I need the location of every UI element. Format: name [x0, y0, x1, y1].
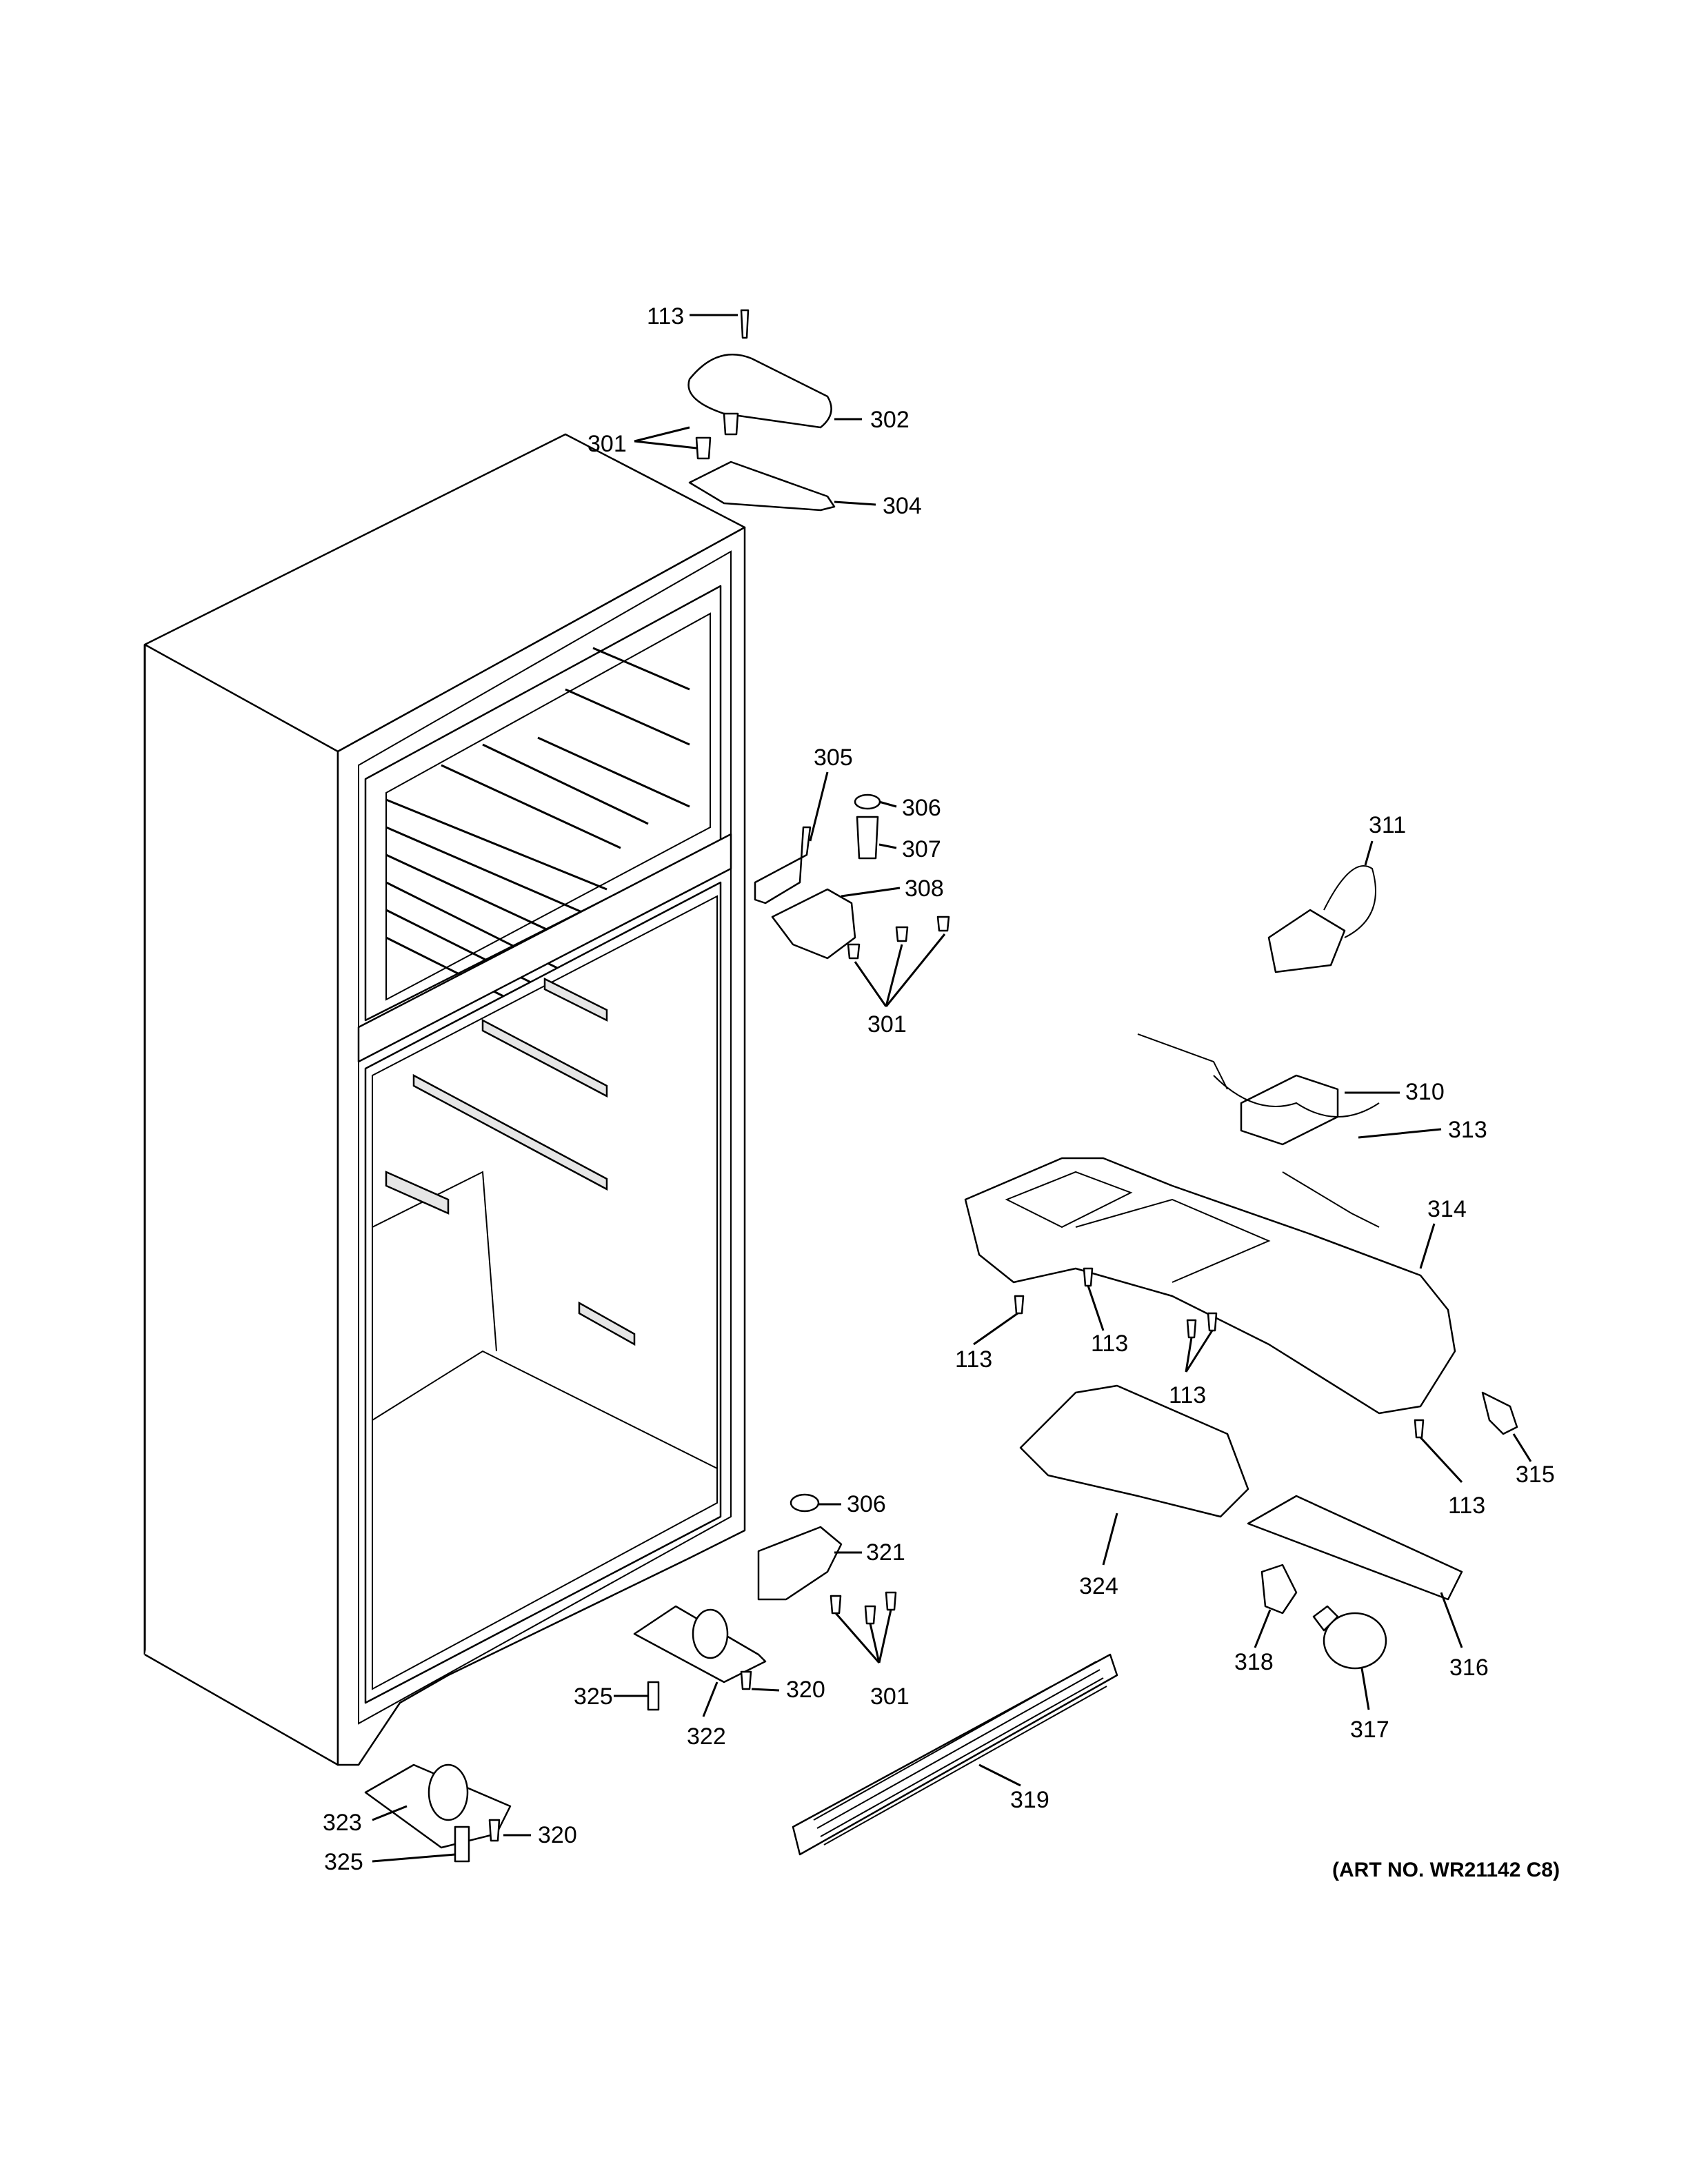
light-socket-318	[1260, 1564, 1298, 1615]
refrigerator-cabinet	[143, 433, 746, 1766]
callout-313: 313	[1448, 1117, 1487, 1143]
leveling-bolt-325-mid	[647, 1681, 660, 1711]
callout-307: 307	[902, 836, 941, 862]
screw-301-e	[936, 916, 950, 932]
top-hinge-assembly	[687, 309, 836, 512]
callout-323: 323	[323, 1810, 362, 1836]
grille-319	[792, 1653, 1118, 1856]
washer-306-top	[854, 793, 881, 810]
screw-301-a	[723, 412, 739, 436]
hinge-cover-302	[687, 354, 832, 429]
screw-320-mid	[740, 1670, 752, 1690]
callout-318: 318	[1234, 1649, 1274, 1675]
callout-315: 315	[1516, 1462, 1555, 1488]
callout-302: 302	[870, 407, 910, 433]
callout-325-mid: 325	[574, 1684, 613, 1710]
callout-113-b: 113	[1091, 1331, 1128, 1357]
hinge-pin-307	[856, 816, 879, 860]
center-hinge-308	[771, 888, 856, 960]
leveling-bolt-325-bottom	[454, 1826, 470, 1863]
bottom-hinge-321	[757, 1526, 843, 1601]
screw-320-bottom	[488, 1819, 501, 1842]
hinge-plate-304	[688, 461, 836, 512]
callout-306-bottom: 306	[847, 1491, 886, 1517]
callout-301-bottom: 301	[870, 1684, 910, 1710]
screw-301-c	[847, 943, 861, 960]
callout-319: 319	[1010, 1787, 1049, 1813]
callout-321: 321	[866, 1539, 905, 1566]
center-hinge-assembly	[754, 793, 950, 960]
callout-308: 308	[905, 876, 944, 902]
callout-317: 317	[1350, 1717, 1389, 1743]
callout-314: 314	[1427, 1196, 1467, 1222]
knob-315	[1481, 1391, 1518, 1435]
screw-113-a	[1014, 1295, 1025, 1315]
mullion	[357, 833, 732, 1063]
light-bulb-317	[1323, 1612, 1387, 1670]
callout-labels: 113 302 301 304 305 306 307 308 301 311 …	[323, 303, 1555, 1875]
freezer-ribs	[385, 647, 690, 1008]
screw-301-b	[695, 436, 712, 460]
screw-113-e	[1414, 1419, 1425, 1439]
hinge-bracket-305	[754, 826, 812, 904]
callout-320-mid: 320	[786, 1677, 825, 1703]
control-housing-314	[964, 1157, 1456, 1415]
roller-assemblies	[364, 1605, 767, 1863]
thermostat-311	[1267, 909, 1346, 973]
callout-320-bottom: 320	[538, 1822, 577, 1848]
screw-113-b	[1083, 1267, 1094, 1287]
callout-310: 310	[1405, 1079, 1445, 1105]
control-assembly	[964, 865, 1518, 1670]
screw-113-d	[1207, 1312, 1218, 1332]
callout-324: 324	[1079, 1573, 1118, 1599]
light-housing-324	[1019, 1384, 1249, 1518]
washer-306-bottom	[790, 1493, 820, 1513]
art-number: (ART NO. WR21142 C8)	[1332, 1859, 1560, 1881]
callout-322: 322	[687, 1723, 726, 1750]
screw-301-f	[830, 1595, 842, 1615]
callout-306-top: 306	[902, 795, 941, 821]
shelf-rails	[385, 977, 636, 1346]
callout-113-c: 113	[1169, 1382, 1206, 1408]
bottom-hinge-assembly	[757, 1493, 897, 1625]
callout-325-bottom: 325	[324, 1849, 363, 1875]
callout-305: 305	[814, 745, 853, 771]
callout-301-mid: 301	[867, 1011, 907, 1038]
callout-301-top: 301	[587, 431, 627, 457]
screw-113-top	[740, 309, 750, 339]
callout-311: 311	[1369, 812, 1406, 838]
callout-316: 316	[1449, 1655, 1489, 1681]
light-shield-316	[1247, 1495, 1463, 1601]
wire-harness-313	[1137, 1033, 1380, 1228]
callout-113-top: 113	[647, 303, 684, 330]
screw-301-h	[885, 1591, 897, 1611]
callout-304: 304	[883, 493, 922, 519]
screw-113-c	[1186, 1319, 1197, 1339]
screw-301-g	[864, 1605, 876, 1625]
control-310	[1240, 1074, 1339, 1146]
leader-lines	[372, 314, 1532, 1863]
callout-113-d: 113	[1448, 1493, 1485, 1519]
callout-113-a: 113	[955, 1346, 992, 1373]
screw-301-d	[895, 926, 909, 942]
fresh-food-compartment	[364, 881, 722, 1704]
